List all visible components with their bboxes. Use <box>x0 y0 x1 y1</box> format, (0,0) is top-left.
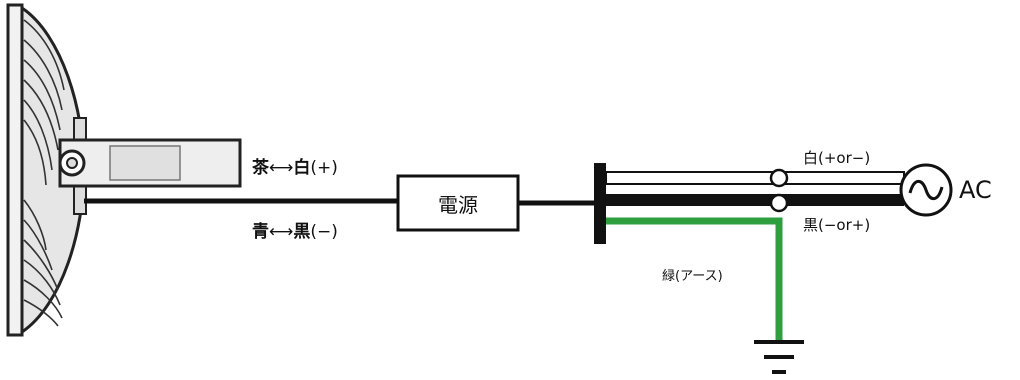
plus-sign: (+) <box>310 158 338 178</box>
ground-line-label: 緑(アース) <box>662 269 723 284</box>
arrow-icon: ⟷ <box>269 222 294 242</box>
ac-label: AC <box>959 176 992 204</box>
light-fixture <box>6 3 242 337</box>
white-junction <box>769 168 789 188</box>
blue-label: 青 <box>252 222 269 242</box>
power-supply-box <box>396 174 520 232</box>
black-junction <box>769 193 789 213</box>
brown-white-mapping-label: 茶⟷白(+) <box>252 153 338 178</box>
black-label: 黒 <box>293 222 311 242</box>
bracket-slot <box>109 145 181 181</box>
terminal-block <box>594 163 606 244</box>
fixture-front-plate <box>6 3 24 337</box>
arrow-icon: ⟷ <box>269 158 294 178</box>
blue-black-mapping-label: 青⟷黒(−) <box>252 217 338 242</box>
white-conductor <box>605 171 905 185</box>
white-line-label: 白(+or−) <box>803 149 871 167</box>
minus-sign: (−) <box>310 222 338 242</box>
power-supply-label: 電源 <box>438 193 478 217</box>
brown-label: 茶 <box>252 158 269 178</box>
green-ground-conductor <box>606 217 783 340</box>
black-line-label: 黒(−or+) <box>803 216 871 234</box>
sine-wave-icon <box>908 179 944 201</box>
ground-symbol <box>754 340 804 374</box>
white-label: 白 <box>293 158 311 178</box>
heatsink-fins <box>23 19 65 327</box>
black-conductor <box>606 194 904 206</box>
